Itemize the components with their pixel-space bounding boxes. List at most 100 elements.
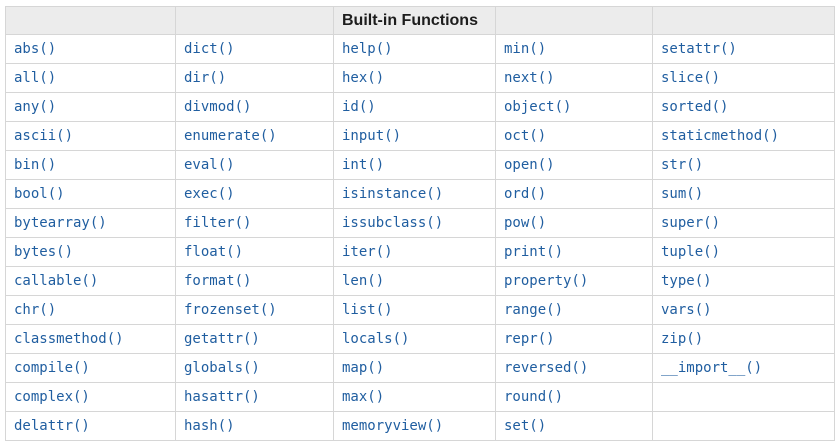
table-row: all() dir() hex() next() slice(): [5, 63, 835, 93]
function-link[interactable]: hash(): [184, 418, 235, 434]
table-row: bytearray() filter() issubclass() pow() supe…: [5, 208, 835, 238]
function-link[interactable]: int(): [342, 157, 385, 173]
table-row: abs() dict() help() min() setattr(): [5, 34, 835, 64]
function-link[interactable]: format(): [184, 273, 252, 289]
function-cell: vars(): [652, 295, 835, 325]
function-link[interactable]: issubclass(): [342, 215, 444, 231]
function-cell: len(): [333, 266, 496, 296]
function-link[interactable]: iter(): [342, 244, 393, 260]
table-row: bytes() float() iter() print() tuple(): [5, 237, 835, 267]
function-link[interactable]: __import__(): [661, 360, 763, 376]
function-link[interactable]: oct(): [504, 128, 547, 144]
function-link[interactable]: any(): [14, 99, 57, 115]
function-link[interactable]: ascii(): [14, 128, 74, 144]
function-link[interactable]: pow(): [504, 215, 547, 231]
function-link[interactable]: round(): [504, 389, 564, 405]
function-cell: object(): [495, 92, 653, 122]
function-link[interactable]: vars(): [661, 302, 712, 318]
function-link[interactable]: open(): [504, 157, 555, 173]
function-link[interactable]: id(): [342, 99, 376, 115]
function-link[interactable]: locals(): [342, 331, 410, 347]
function-link[interactable]: range(): [504, 302, 564, 318]
function-link[interactable]: callable(): [14, 273, 99, 289]
function-cell: memoryview(): [333, 411, 496, 441]
function-link[interactable]: setattr(): [661, 41, 737, 57]
function-link[interactable]: abs(): [14, 41, 57, 57]
table-header-row: Built-in Functions: [5, 6, 835, 35]
function-link[interactable]: isinstance(): [342, 186, 444, 202]
function-link[interactable]: super(): [661, 215, 721, 231]
function-link[interactable]: sum(): [661, 186, 704, 202]
function-link[interactable]: hex(): [342, 70, 385, 86]
function-cell: divmod(): [175, 92, 334, 122]
function-link[interactable]: dict(): [184, 41, 235, 57]
function-cell: dict(): [175, 34, 334, 64]
function-link[interactable]: exec(): [184, 186, 235, 202]
function-link[interactable]: bin(): [14, 157, 57, 173]
function-cell: bin(): [5, 150, 176, 180]
function-link[interactable]: dir(): [184, 70, 227, 86]
function-cell: type(): [652, 266, 835, 296]
function-link[interactable]: bool(): [14, 186, 65, 202]
function-cell: next(): [495, 63, 653, 93]
function-cell: oct(): [495, 121, 653, 151]
function-link[interactable]: object(): [504, 99, 572, 115]
function-link[interactable]: zip(): [661, 331, 704, 347]
function-link[interactable]: slice(): [661, 70, 721, 86]
function-link[interactable]: next(): [504, 70, 555, 86]
table-row: chr() frozenset() list() range() vars(): [5, 295, 835, 325]
function-link[interactable]: bytearray(): [14, 215, 107, 231]
function-link[interactable]: map(): [342, 360, 385, 376]
function-link[interactable]: sorted(): [661, 99, 729, 115]
function-link[interactable]: staticmethod(): [661, 128, 780, 144]
function-cell: classmethod(): [5, 324, 176, 354]
function-link[interactable]: str(): [661, 157, 704, 173]
function-link[interactable]: chr(): [14, 302, 57, 318]
function-link[interactable]: type(): [661, 273, 712, 289]
function-link[interactable]: delattr(): [14, 418, 90, 434]
function-link[interactable]: len(): [342, 273, 385, 289]
function-link[interactable]: globals(): [184, 360, 260, 376]
function-link[interactable]: max(): [342, 389, 385, 405]
function-link[interactable]: hasattr(): [184, 389, 260, 405]
function-link[interactable]: set(): [504, 418, 547, 434]
function-cell: sum(): [652, 179, 835, 209]
function-link[interactable]: divmod(): [184, 99, 252, 115]
function-link[interactable]: compile(): [14, 360, 90, 376]
function-cell: tuple(): [652, 237, 835, 267]
function-link[interactable]: eval(): [184, 157, 235, 173]
function-cell: str(): [652, 150, 835, 180]
function-cell: property(): [495, 266, 653, 296]
function-link[interactable]: list(): [342, 302, 393, 318]
function-link[interactable]: getattr(): [184, 331, 260, 347]
function-link[interactable]: filter(): [184, 215, 252, 231]
function-link[interactable]: float(): [184, 244, 244, 260]
builtin-functions-table: Built-in Functions abs() dict() help() min(…: [5, 6, 835, 441]
table-row: ascii() enumerate() input() oct() staticmeth…: [5, 121, 835, 151]
function-link[interactable]: print(): [504, 244, 564, 260]
function-link[interactable]: bytes(): [14, 244, 74, 260]
function-cell: eval(): [175, 150, 334, 180]
function-cell: hasattr(): [175, 382, 334, 412]
function-link[interactable]: all(): [14, 70, 57, 86]
function-link[interactable]: frozenset(): [184, 302, 277, 318]
function-link[interactable]: input(): [342, 128, 402, 144]
function-cell: locals(): [333, 324, 496, 354]
function-link[interactable]: classmethod(): [14, 331, 124, 347]
function-cell: float(): [175, 237, 334, 267]
function-cell: delattr(): [5, 411, 176, 441]
header-cell-empty-1: [5, 6, 176, 35]
function-link[interactable]: property(): [504, 273, 589, 289]
function-link[interactable]: help(): [342, 41, 393, 57]
function-link[interactable]: min(): [504, 41, 547, 57]
function-link[interactable]: ord(): [504, 186, 547, 202]
function-link[interactable]: enumerate(): [184, 128, 277, 144]
function-link[interactable]: complex(): [14, 389, 90, 405]
function-link[interactable]: memoryview(): [342, 418, 444, 434]
function-cell: getattr(): [175, 324, 334, 354]
function-cell: hex(): [333, 63, 496, 93]
function-link[interactable]: tuple(): [661, 244, 721, 260]
function-link[interactable]: repr(): [504, 331, 555, 347]
function-link[interactable]: reversed(): [504, 360, 589, 376]
function-cell: isinstance(): [333, 179, 496, 209]
